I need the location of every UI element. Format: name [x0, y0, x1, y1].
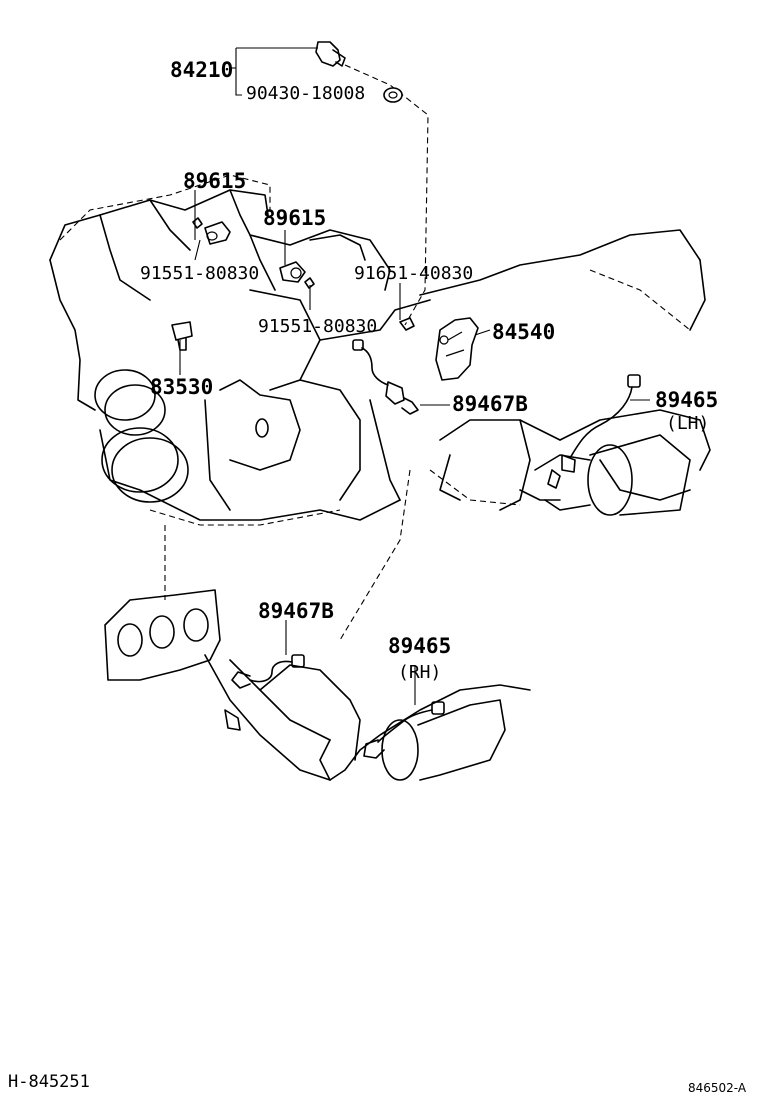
part-labels: 84210 90430-18008 89615 89615 91551-8083… — [140, 58, 718, 683]
label-84210: 84210 — [170, 58, 233, 82]
label-89467b-bottom: 89467B — [258, 599, 334, 623]
knock-sensor-83530 — [171, 321, 193, 351]
drawing-code-left: H-845251 — [8, 1072, 90, 1092]
footer: H-845251 846502-A — [8, 1072, 747, 1095]
label-91651: 91651-40830 — [354, 263, 473, 284]
engine-block — [49, 174, 711, 526]
drawing-code-right: 846502-A — [688, 1081, 747, 1095]
oil-pressure-switch — [315, 41, 403, 103]
exhaust-manifold-lower — [104, 589, 531, 781]
label-rh: (RH) — [398, 662, 441, 683]
oxygen-sensor-89467b-upper — [352, 339, 419, 415]
label-83530: 83530 — [150, 375, 213, 399]
label-89615-a: 89615 — [183, 169, 246, 193]
label-lh: (LH) — [666, 413, 709, 434]
oxygen-sensor-89465-lh — [547, 374, 641, 489]
label-89465-bottom: 89465 — [388, 634, 451, 658]
label-84540: 84540 — [492, 320, 555, 344]
label-91551-b: 91551-80830 — [258, 316, 377, 337]
sensor-89615-a — [192, 217, 231, 245]
oxygen-sensor-89467b-lower — [231, 654, 305, 689]
label-90430: 90430-18008 — [246, 83, 365, 104]
label-89465-top: 89465 — [655, 388, 718, 412]
label-91551-a: 91551-80830 — [140, 263, 259, 284]
label-89615-b: 89615 — [263, 206, 326, 230]
throttle-sensor-84540 — [399, 317, 479, 381]
oxygen-sensor-89465-rh — [363, 701, 445, 759]
sensor-89615-b — [279, 261, 315, 289]
label-89467b-top: 89467B — [452, 392, 528, 416]
leader-lines — [164, 47, 650, 705]
